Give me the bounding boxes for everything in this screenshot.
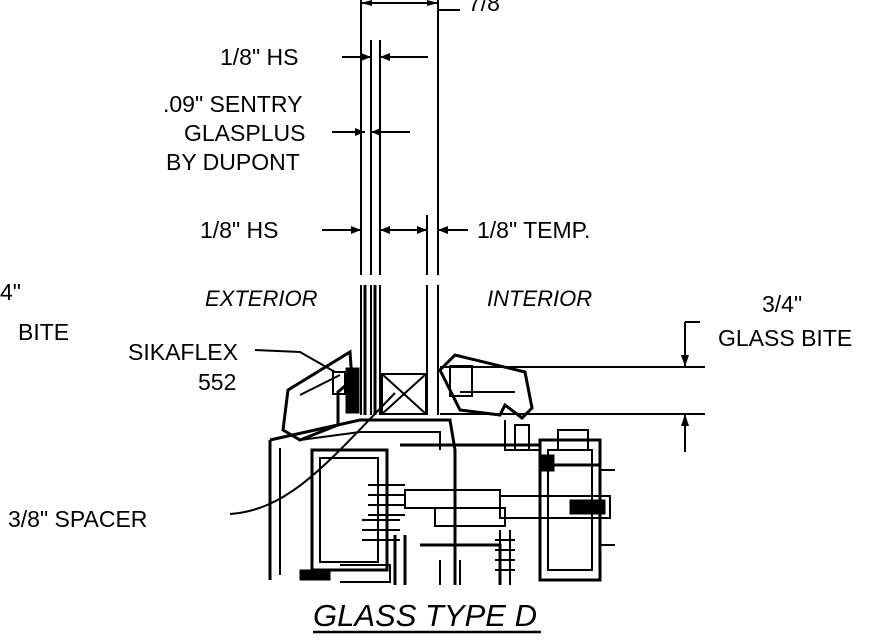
hs-low-label: 1/8" HS <box>200 217 278 243</box>
exterior-label: EXTERIOR <box>205 286 318 311</box>
sikaflex-label-line2: 552 <box>198 369 236 395</box>
frame-section <box>268 349 615 585</box>
sikaflex-label-line1: SIKAFLEX <box>128 339 238 365</box>
bite-right-label-line2: GLASS BITE <box>718 325 852 351</box>
glass-panes <box>360 0 439 415</box>
hs-top-label: 1/8" HS <box>220 44 298 70</box>
drawing-title: GLASS TYPE D <box>313 598 537 633</box>
sentry-label-line2: GLASPLUS <box>184 120 305 146</box>
temp-label: 1/8" TEMP. <box>477 217 590 243</box>
sentry-label-line3: BY DUPONT <box>166 149 300 175</box>
interior-label: INTERIOR <box>487 286 592 311</box>
spacer-label: 3/8" SPACER <box>8 506 147 532</box>
bite-right-label-line1: 3/4" <box>762 291 802 317</box>
dimension-lines <box>229 0 705 515</box>
bite-left-label-line2: BITE <box>18 319 69 345</box>
callouts: 7/8" 1/8" HS .09" SENTRY GLASPLUS BY DUP… <box>0 0 852 634</box>
sentry-label-line1: .09" SENTRY <box>163 91 302 117</box>
bite-left-label-line1: 4" <box>0 279 21 305</box>
top-dimension-label: 7/8" <box>468 0 508 16</box>
